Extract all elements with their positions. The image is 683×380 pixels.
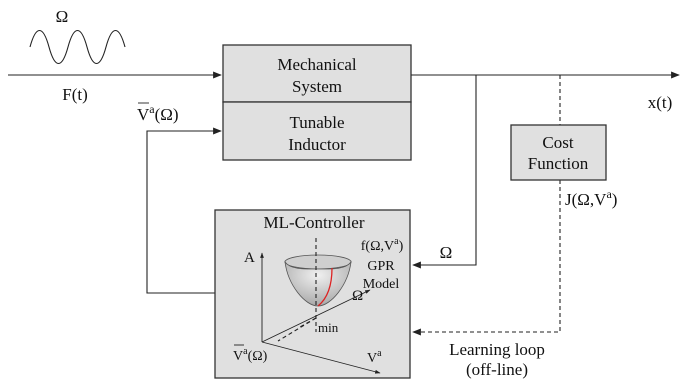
learning-loop-arrow [412, 75, 561, 336]
surface-rim [284, 254, 352, 270]
surface-bowl [284, 260, 352, 307]
optimum-curve [317, 267, 333, 307]
cost-function-block [510, 124, 607, 181]
omega-feedback-arrow [412, 75, 477, 269]
ml-controller-title: ML-Controller [263, 213, 364, 232]
optimal-v-label: Va(Ω) [233, 346, 268, 364]
input-omega-label: Ω [56, 7, 69, 26]
model-label-line3: Model [363, 277, 400, 292]
tunable-inductor-block [222, 101, 412, 161]
model-label-line1: f(Ω,Va) [361, 236, 404, 254]
sine-wave-icon [29, 29, 126, 65]
tunable-inductor-line1: Tunable [289, 113, 344, 132]
output-label: x(t) [648, 93, 673, 112]
min-projection-2 [299, 317, 317, 328]
axis-a-label: A [244, 250, 255, 266]
force-label: F(t) [62, 85, 88, 104]
cost-function-line1: Cost [542, 133, 573, 152]
control-signal-label: Va(Ω) [137, 102, 179, 124]
axis-omega-label: Ω [352, 288, 363, 304]
learning-loop-line1: Learning loop [449, 340, 545, 359]
model-label-line2: GPR [367, 259, 395, 274]
mechanical-system-line1: Mechanical [277, 55, 357, 74]
controller-omega-label: Ω [440, 243, 453, 262]
tunable-inductor-line2: Inductor [288, 135, 346, 154]
cost-function-line2: Function [528, 154, 589, 173]
min-label: min [318, 320, 339, 335]
mechanical-system-line2: System [292, 77, 342, 96]
cost-output-label: J(Ω,Va) [565, 187, 617, 209]
control-signal-arrow [146, 127, 222, 294]
axis-v-label: Va [367, 348, 382, 366]
learning-loop-line2: (off-line) [466, 360, 528, 379]
axis-v [261, 341, 381, 374]
